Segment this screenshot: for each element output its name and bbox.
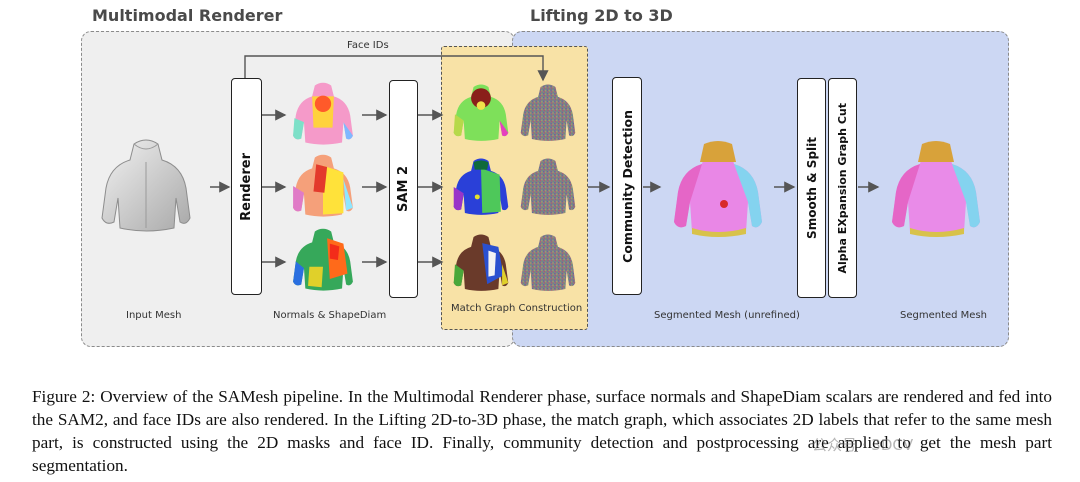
mask-view-2-icon (453, 158, 509, 215)
renderer-label: Renderer (239, 152, 254, 221)
community-detection-label: Community Detection (619, 109, 635, 263)
face-ids-label: Face IDs (347, 40, 389, 51)
smooth-split-label: Smooth & Split (804, 137, 819, 239)
section-title-renderer: Multimodal Renderer (92, 6, 283, 25)
renderer-box: Renderer (231, 78, 262, 295)
normals-view-2-icon (293, 154, 353, 217)
segmented-mesh-icon (892, 141, 980, 237)
smooth-split-box: Smooth & Split (797, 78, 826, 298)
sam2-label: SAM 2 (396, 166, 411, 212)
mask-view-3-icon (453, 234, 509, 291)
segmented-unrefined-icon (674, 141, 762, 237)
mask-view-1-icon (453, 84, 509, 141)
unrefined-caption: Segmented Mesh (unrefined) (654, 310, 800, 321)
community-detection-box: Community Detection (612, 77, 642, 295)
face-id-view-2-icon (520, 158, 576, 215)
alpha-expansion-label: Alpha EXpansion Graph Cut (836, 102, 849, 274)
normals-caption: Normals & ShapeDiam (273, 310, 387, 321)
alpha-expansion-box: Alpha EXpansion Graph Cut (828, 78, 857, 298)
face-ids-arrow (244, 55, 549, 82)
input-mesh-caption: Input Mesh (126, 310, 182, 321)
face-id-view-3-icon (520, 234, 576, 291)
match-graph-caption: Match Graph Construction (451, 303, 583, 314)
segmented-caption: Segmented Mesh (900, 310, 988, 321)
normals-view-1-icon (293, 82, 353, 145)
face-id-view-1-icon (520, 84, 576, 141)
section-title-lifting: Lifting 2D to 3D (530, 6, 673, 25)
figure-caption: Figure 2: Overview of the SAMesh pipelin… (32, 387, 1052, 475)
sam2-box: SAM 2 (389, 80, 418, 298)
watermark: 公众号 · 3DCV (812, 436, 914, 454)
input-mesh-icon (101, 139, 191, 232)
normals-view-3-icon (293, 228, 353, 291)
